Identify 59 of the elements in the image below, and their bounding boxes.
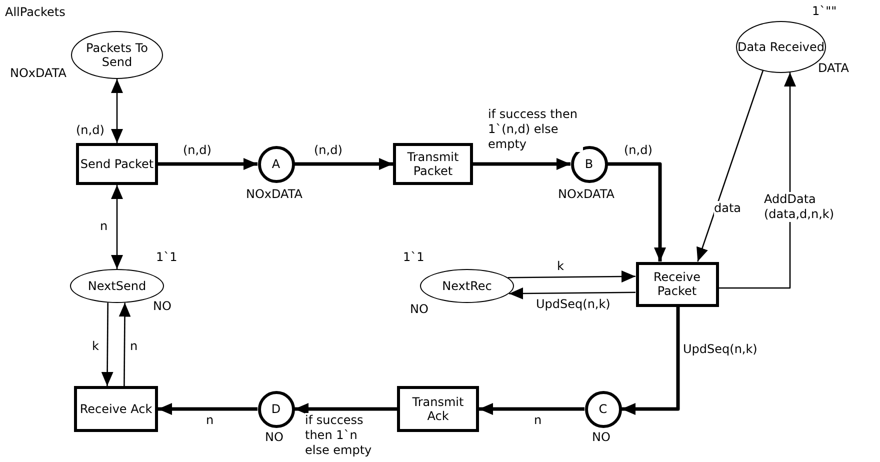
arc-arrow <box>111 185 123 269</box>
place-annotation: 1`1 <box>156 250 178 264</box>
transition-box <box>76 143 158 185</box>
arc-arrow <box>508 270 636 283</box>
node-label: Data Received <box>737 40 825 54</box>
node-label: Transmit Ack <box>411 394 465 424</box>
node-label: D <box>271 402 281 416</box>
place-annotation: NOxDATA <box>246 187 302 202</box>
transition-box <box>636 262 718 306</box>
arc-arrow <box>294 158 393 170</box>
place-annotation: 1`"" <box>812 4 837 18</box>
arc-arrow <box>101 302 114 386</box>
arc-arrow <box>608 162 666 262</box>
edge-label: if success then 1`(n,d) else empty <box>488 107 583 152</box>
place-ellipse <box>420 269 514 303</box>
place-annotation: NO <box>153 299 172 314</box>
node-label: NextSend <box>88 278 146 294</box>
arc-arrow <box>479 403 584 415</box>
transition-box <box>393 143 473 185</box>
place-circle <box>584 390 622 428</box>
place-annotation: AllPackets <box>5 5 66 20</box>
place-circle <box>258 390 294 428</box>
place-annotation: 1`1 <box>403 250 424 264</box>
transition-box <box>74 386 158 432</box>
node-label: Transmit Packet <box>406 150 460 178</box>
arc-arrow <box>158 403 258 415</box>
edge-label: (n,d) <box>76 123 104 138</box>
edge-label: (n,d) <box>183 143 212 158</box>
place-annotation: NOxDATA <box>558 187 614 202</box>
node-label: Send Packet <box>80 156 154 172</box>
edge-label: UpdSeq(n,k) <box>683 342 758 357</box>
arc-arrow <box>294 403 397 415</box>
place-annotation: NOxDATA <box>10 66 66 80</box>
node-label: Receive Packet <box>652 270 702 298</box>
place-annotation: NO <box>592 430 610 444</box>
place-circle <box>570 146 608 182</box>
arc-arrow <box>509 287 636 300</box>
arc-arrow <box>158 158 258 170</box>
node-label: B <box>584 156 594 172</box>
edge-label: (n,d) <box>624 143 652 158</box>
transition-box <box>397 386 479 432</box>
place-annotation: NO <box>410 302 428 316</box>
arc-arrow <box>473 158 570 170</box>
node-label: C <box>598 402 608 416</box>
arc-arrow <box>111 79 123 143</box>
node-label: Receive Ack <box>80 402 152 416</box>
arc-arrow <box>696 70 764 262</box>
node-label: Packets To Send <box>85 40 149 70</box>
edge-label: UpdSeq(n,k) <box>536 297 610 312</box>
place-circle <box>258 146 294 182</box>
place-annotation: DATA <box>818 61 849 76</box>
arc-arrow <box>718 72 796 289</box>
arc-arrow <box>118 302 131 386</box>
place-annotation: NO <box>265 430 284 444</box>
edge-label: data <box>714 201 742 216</box>
arc-arrow <box>622 306 680 415</box>
node-label: NextRec <box>442 278 492 294</box>
node-label: A <box>272 156 280 172</box>
edge-label: (n,d) <box>314 143 342 158</box>
